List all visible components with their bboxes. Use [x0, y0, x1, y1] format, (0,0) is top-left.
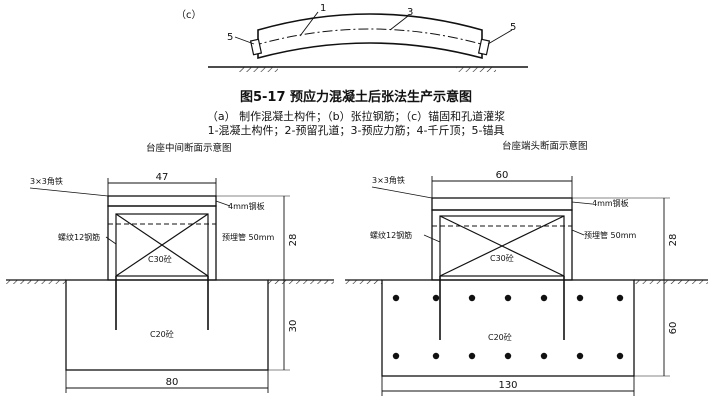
left-steel-plate-label: 4mm钢板	[228, 201, 265, 211]
rebar-dot	[576, 294, 584, 302]
part-label-3: 3	[407, 7, 413, 18]
right-angle-iron-label: 3×3角铁	[372, 175, 405, 185]
right-steel-plate	[431, 197, 573, 211]
right-embed-pipe-label: 预埋管 50mm	[584, 230, 637, 240]
left-angle-iron-label: 3×3角铁	[30, 176, 63, 186]
right-dim-bottom: 130	[498, 380, 517, 391]
left-lower-concrete-label: C20砼	[150, 329, 174, 339]
right-brace-b	[439, 215, 565, 277]
panel-label: （c）	[176, 9, 202, 21]
right-anchor	[477, 38, 491, 56]
caption-line-2: 1-混凝土构件；2-预留孔道；3-预应力筋；4-千斤顶；5-锚具	[208, 123, 505, 137]
rebar-dot	[540, 352, 548, 360]
rebar-dot	[392, 352, 400, 360]
concrete-member	[257, 13, 483, 60]
left-section-drawing: C20砼 C30砼 47 80 28 30 3×3角铁 4mm钢板	[6, 172, 334, 393]
leader-3	[389, 15, 409, 31]
right-rebar-label: 螺纹12钢筋	[370, 230, 412, 240]
left-rebar-leader	[105, 236, 117, 245]
left-upper-block	[107, 205, 217, 281]
figure-title: 图5-17 预应力混凝土后张法生产示意图	[240, 89, 472, 105]
left-upper-concrete-label: C30砼	[148, 254, 172, 264]
right-rebar-dots	[392, 294, 624, 360]
right-rebar-leader	[423, 234, 441, 243]
post-tension-sketch: （c） 1 3 5 5	[176, 3, 528, 72]
right-upper-concrete-label: C30砼	[490, 253, 514, 263]
left-inner-frame	[115, 213, 209, 277]
left-angle-iron-leader	[29, 187, 109, 197]
left-anchor	[249, 38, 263, 56]
left-ground-hatch-b	[268, 280, 334, 284]
rebar-dot	[468, 352, 476, 360]
left-steel-plate-leader	[215, 200, 231, 207]
leader-1	[299, 11, 319, 37]
part-label-1: 1	[320, 3, 326, 14]
rebar-dot	[540, 294, 548, 302]
right-section-title: 台座端头断面示意图	[502, 140, 588, 152]
right-lower-foundation	[381, 279, 635, 377]
left-lower-foundation	[65, 279, 269, 371]
left-rebar-label: 螺纹12钢筋	[58, 232, 100, 242]
rebar-dot	[616, 294, 624, 302]
rebar-dot	[616, 352, 624, 360]
right-ground-hatch-b	[634, 280, 708, 284]
right-dim-upper-height: 28	[668, 234, 679, 247]
rebar-dot	[432, 294, 440, 302]
left-dim-lower-height: 30	[288, 320, 299, 333]
rebar-dot	[392, 294, 400, 302]
rebar-dot	[468, 294, 476, 302]
part-label-5-right: 5	[510, 22, 516, 33]
left-embed-pipe-label: 预埋管 50mm	[222, 232, 275, 242]
caption-line-1: （a） 制作混凝土构件；（b）张拉钢筋；（c）锚固和孔道灌浆	[207, 109, 505, 123]
left-section-title: 台座中间断面示意图	[146, 142, 232, 154]
rebar-dot	[576, 352, 584, 360]
leader-5-right	[487, 29, 513, 45]
left-support-hatch	[238, 67, 278, 72]
right-angle-iron-leader	[371, 186, 433, 199]
left-dim-bottom: 80	[166, 377, 179, 388]
right-ground-hatch-a	[345, 280, 382, 284]
right-support-hatch	[456, 67, 496, 72]
right-section-drawing: C20砼 C30砼	[345, 170, 708, 396]
rebar-dot	[432, 352, 440, 360]
part-label-5-left: 5	[227, 32, 233, 43]
right-dim-top: 60	[496, 170, 509, 181]
rebar-dot	[504, 294, 512, 302]
left-dim-upper-height: 28	[288, 234, 299, 247]
right-inner-frame	[439, 215, 565, 277]
right-dim-lower-height: 60	[668, 322, 679, 335]
left-steel-plate	[107, 195, 217, 207]
left-ground-hatch-a	[6, 280, 66, 284]
right-steel-plate-label: 4mm钢板	[592, 198, 629, 208]
rebar-dot	[504, 352, 512, 360]
left-dim-top: 47	[156, 172, 169, 183]
right-lower-concrete-label: C20砼	[488, 332, 512, 342]
leader-5-left	[234, 36, 255, 45]
right-steel-plate-leader	[571, 201, 593, 205]
right-embed-pipe-leader	[571, 229, 585, 236]
